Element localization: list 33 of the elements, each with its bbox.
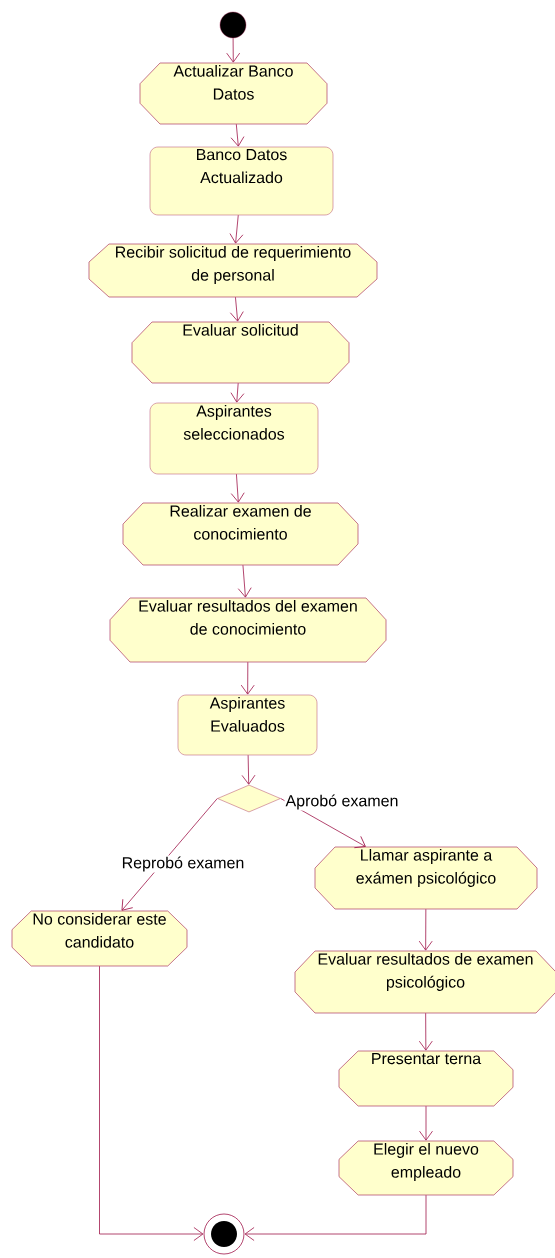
activity-box: Actualizar Banco Datos xyxy=(139,62,328,125)
arrow xyxy=(418,908,433,951)
activity-box: Evaluar resultados del examen de conocimiento xyxy=(109,597,387,663)
activity-box: Evaluar solicitud xyxy=(131,321,350,384)
arrow xyxy=(229,214,244,244)
arrow xyxy=(99,965,204,1241)
arrow xyxy=(230,123,245,147)
activity-box: Realizar examen de conocimiento xyxy=(122,502,359,566)
arrow xyxy=(229,296,244,322)
arrow xyxy=(244,1194,427,1241)
edge-label: Reprobó examen xyxy=(120,855,246,873)
object-box: Aspirantes seleccionados xyxy=(149,402,319,475)
activity-box: Evaluar resultados de examen psicológico xyxy=(294,950,555,1014)
arrow xyxy=(237,564,252,598)
arrow xyxy=(226,37,241,63)
activity-box: Recibir solicitud de requerimiento de personal xyxy=(88,243,378,298)
activity-box: Elegir el nuevo empleado xyxy=(338,1140,514,1196)
activity-box: No considerar este candidato xyxy=(11,910,188,967)
final-node xyxy=(203,1213,245,1255)
arrow xyxy=(419,1105,433,1141)
object-box: Banco Datos Actualizado xyxy=(149,146,334,216)
initial-node xyxy=(219,11,247,39)
arrow xyxy=(240,661,255,695)
object-box: Aspirantes Evaluados xyxy=(177,694,318,756)
arrow xyxy=(230,473,245,503)
arrow xyxy=(121,798,218,911)
decision-diamond xyxy=(217,784,281,813)
arrow xyxy=(418,1012,433,1051)
activity-box: Llamar aspirante a exámen psicológico xyxy=(314,846,538,910)
edge-label: Aprobó examen xyxy=(284,793,400,811)
activity-box: Presentar terna xyxy=(338,1050,514,1107)
arrow xyxy=(230,382,245,403)
arrow xyxy=(241,754,256,785)
